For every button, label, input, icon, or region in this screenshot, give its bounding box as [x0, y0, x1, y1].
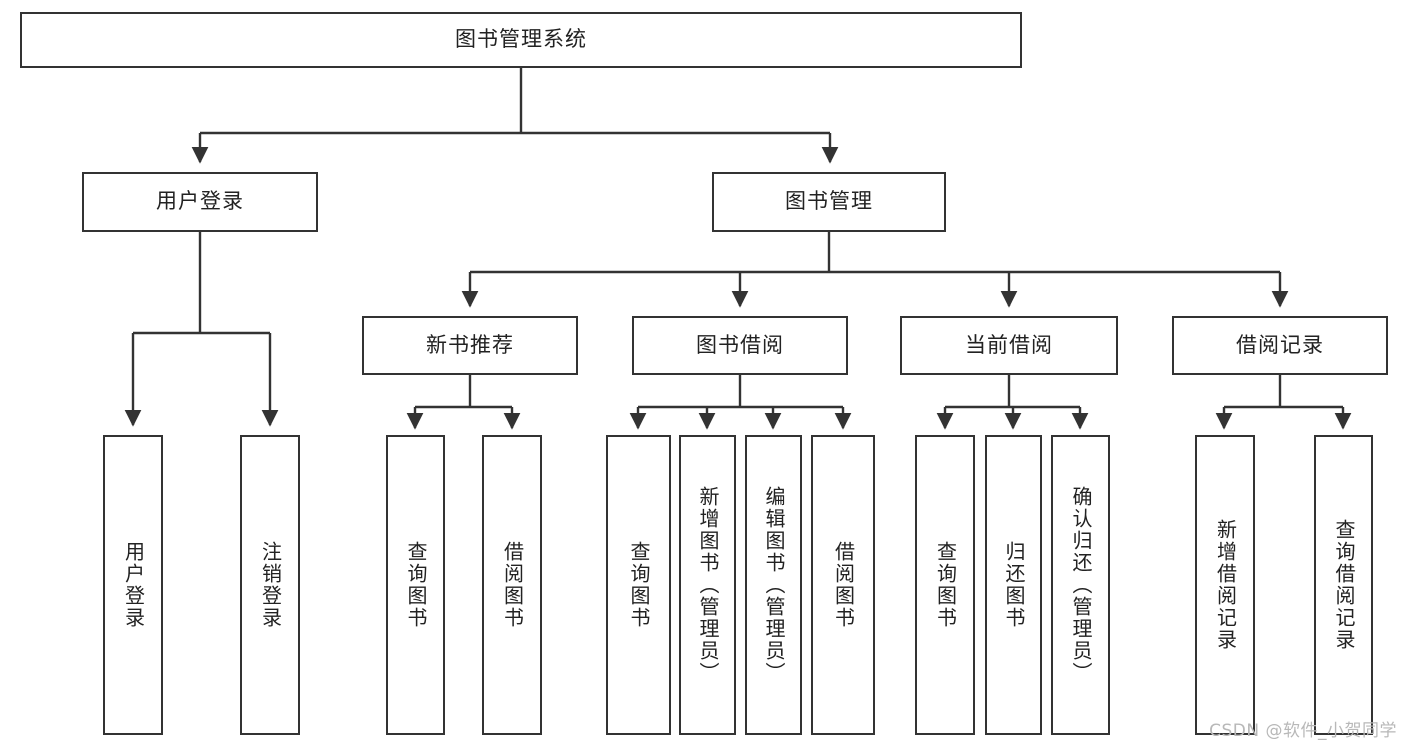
node-label: 图书管理系统 [455, 27, 587, 52]
node-book-management[interactable]: 图书管理 [712, 172, 946, 232]
node-new-book-recommend[interactable]: 新书推荐 [362, 316, 578, 375]
leaf-current-confirm-return-admin[interactable]: 确认归还（管理员） [1051, 435, 1110, 735]
node-borrow-record[interactable]: 借阅记录 [1172, 316, 1388, 375]
node-label: 新增借阅记录 [1213, 519, 1238, 651]
node-label: 查询图书 [933, 541, 958, 629]
leaf-record-add-borrow-record[interactable]: 新增借阅记录 [1195, 435, 1255, 735]
node-label: 确认归还（管理员） [1069, 486, 1093, 684]
node-label: 归还图书 [1002, 541, 1026, 629]
node-label: 新书推荐 [426, 332, 514, 357]
node-label: 查询图书 [404, 541, 428, 629]
leaf-user-login[interactable]: 用户登录 [103, 435, 163, 735]
node-user-login[interactable]: 用户登录 [82, 172, 318, 232]
watermark-text: CSDN @软件_小贺同学 [1209, 721, 1397, 741]
node-book-borrow[interactable]: 图书借阅 [632, 316, 848, 375]
node-label: 查询图书 [627, 541, 651, 629]
leaf-borrow-query-book[interactable]: 查询图书 [606, 435, 671, 735]
node-current-borrow[interactable]: 当前借阅 [900, 316, 1118, 375]
leaf-recommend-query-book[interactable]: 查询图书 [386, 435, 445, 735]
node-label: 当前借阅 [965, 332, 1053, 357]
node-label: 借阅图书 [831, 541, 856, 629]
node-label: 编辑图书（管理员） [762, 486, 786, 684]
node-label: 用户登录 [121, 541, 146, 629]
node-label: 图书借阅 [696, 332, 784, 357]
node-label: 查询借阅记录 [1332, 519, 1356, 651]
leaf-borrow-borrow-book[interactable]: 借阅图书 [811, 435, 875, 735]
leaf-user-logout[interactable]: 注销登录 [240, 435, 300, 735]
node-label: 图书管理 [785, 189, 873, 214]
leaf-recommend-borrow-book[interactable]: 借阅图书 [482, 435, 542, 735]
node-label: 借阅记录 [1236, 332, 1324, 357]
node-label: 借阅图书 [500, 541, 525, 629]
node-root-system[interactable]: 图书管理系统 [20, 12, 1022, 68]
leaf-borrow-add-book-admin[interactable]: 新增图书（管理员） [679, 435, 736, 735]
node-label: 注销登录 [258, 541, 283, 629]
leaf-borrow-edit-book-admin[interactable]: 编辑图书（管理员） [745, 435, 802, 735]
node-label: 新增图书（管理员） [696, 486, 720, 684]
node-label: 用户登录 [156, 189, 244, 214]
leaf-record-query-borrow-record[interactable]: 查询借阅记录 [1314, 435, 1373, 735]
leaf-current-return-book[interactable]: 归还图书 [985, 435, 1042, 735]
leaf-current-query-book[interactable]: 查询图书 [915, 435, 975, 735]
